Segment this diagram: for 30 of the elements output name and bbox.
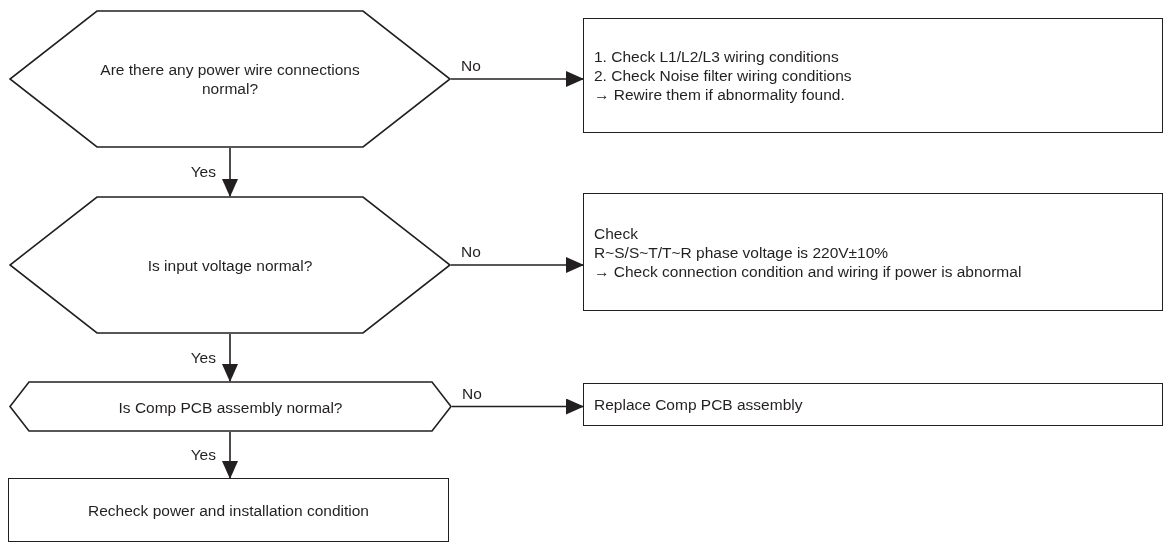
question-text: Is Comp PCB assembly normal? bbox=[117, 397, 344, 416]
question-text: Is input voltage normal? bbox=[146, 255, 314, 275]
process-box bbox=[583, 383, 1163, 426]
edge-label: Yes bbox=[190, 348, 216, 367]
arrow bbox=[450, 71, 584, 87]
question-text: Are there any power wire connections normal? bbox=[99, 60, 361, 98]
instruction-text: Check bbox=[594, 223, 639, 243]
instruction-text: 2. Check Noise filter wiring conditions bbox=[594, 66, 853, 85]
instruction-text: 1. Check L1/L2/L3 wiring conditions bbox=[594, 47, 840, 66]
edge-label: No bbox=[462, 384, 482, 403]
edge-label: Yes bbox=[190, 446, 216, 464]
edge-label: Yes bbox=[190, 163, 216, 181]
instruction-text: → Rewire them if abnormality found. bbox=[594, 85, 846, 104]
edge-label: No bbox=[461, 57, 481, 75]
arrow bbox=[450, 257, 584, 273]
arrow bbox=[222, 431, 238, 479]
instruction-text: Recheck power and installation condition bbox=[88, 500, 369, 520]
decision-hexagon bbox=[9, 381, 452, 432]
decision-hexagon bbox=[9, 196, 451, 334]
instruction-text: → Check connection condition and wiring if power is abnormal bbox=[594, 261, 1023, 281]
arrow bbox=[222, 333, 238, 382]
arrow bbox=[222, 147, 238, 197]
decision-hexagon bbox=[9, 10, 451, 148]
instruction-text: Replace Comp PCB assembly bbox=[594, 395, 804, 414]
process-box bbox=[583, 18, 1163, 133]
arrow bbox=[451, 398, 584, 415]
process-box bbox=[8, 478, 449, 542]
instruction-text: R~S/S~T/T~R phase voltage is 220V±10% bbox=[594, 242, 890, 262]
edge-label: No bbox=[461, 243, 481, 261]
process-box bbox=[583, 193, 1163, 311]
